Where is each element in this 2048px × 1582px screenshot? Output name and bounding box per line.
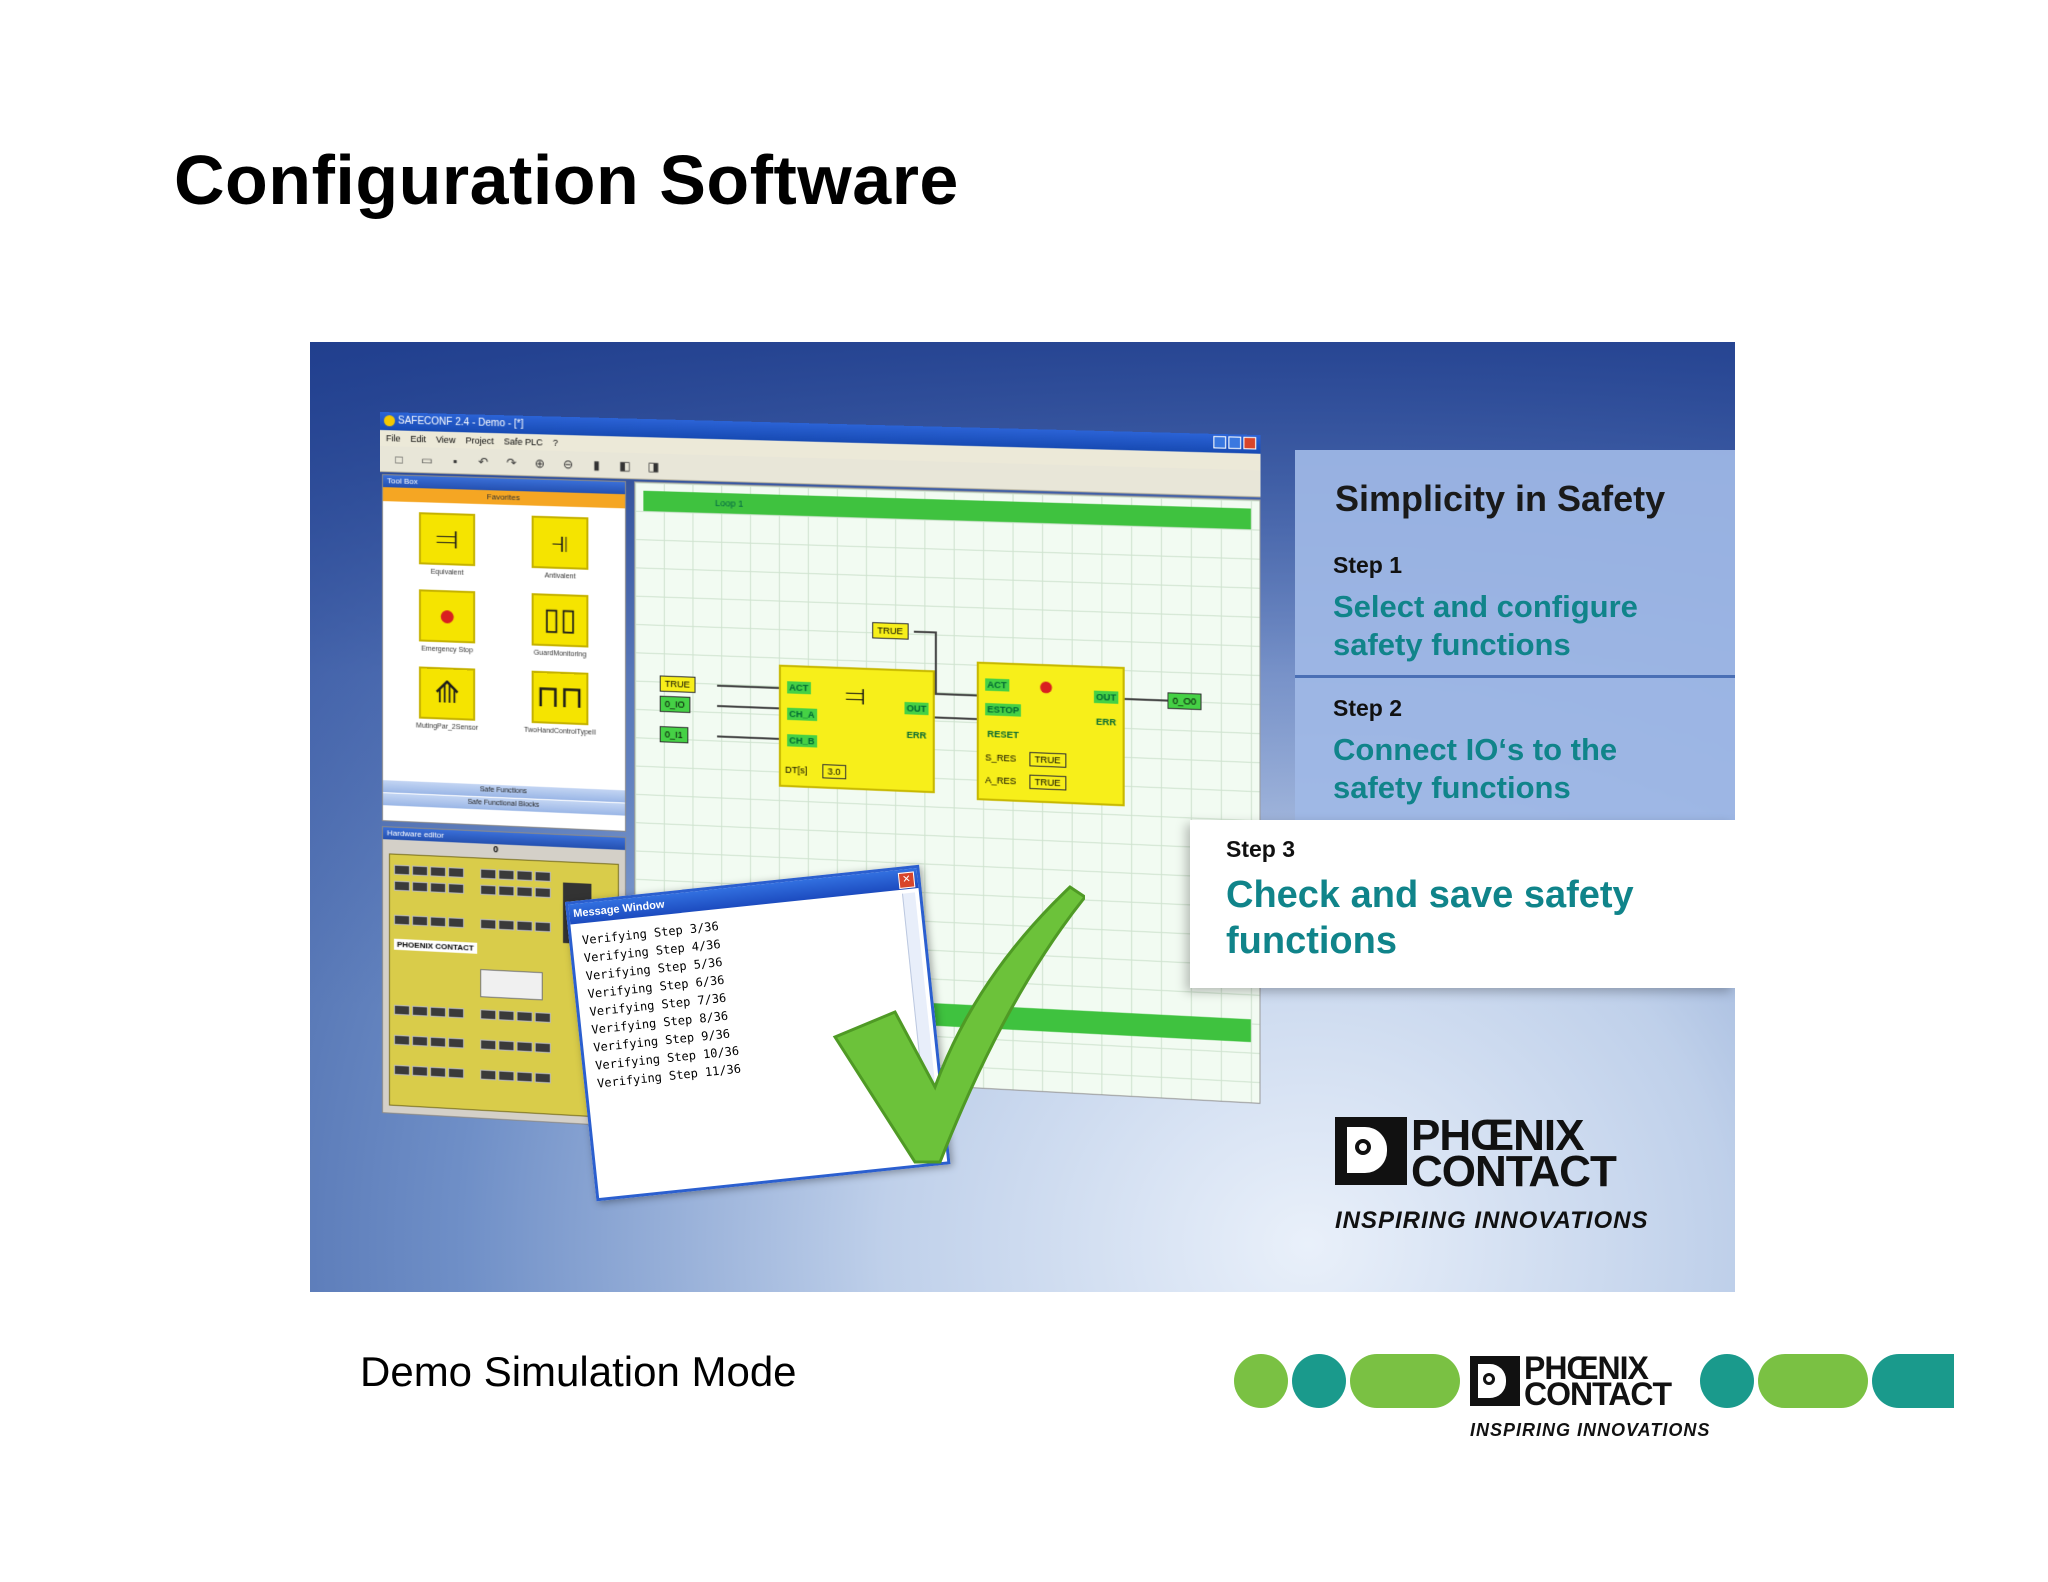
fb2-sres-label: S_RES: [985, 752, 1016, 764]
fb1-pin-chb: CH_B: [787, 734, 817, 747]
toolbox-item-label: GuardMonitoring: [503, 648, 616, 659]
fb1-pin-act: ACT: [787, 681, 810, 694]
new-file-icon[interactable]: □: [392, 452, 406, 466]
fb1-pin-out: OUT: [905, 702, 929, 715]
two-hand-control-icon: ⊓⊓: [532, 671, 589, 726]
brand-dot-teal-2: [1700, 1354, 1754, 1408]
logo-tagline: INSPIRING INNOVATIONS: [1335, 1207, 1648, 1235]
terminal-io1[interactable]: 0_I1: [660, 726, 688, 743]
toolbox-item-label: MutingPar_2Sensor: [391, 721, 503, 733]
equivalent-icon: ⫤: [419, 512, 475, 566]
fb2-sres-value[interactable]: TRUE: [1029, 752, 1065, 768]
fb1-pin-cha: CH_A: [787, 708, 817, 721]
steps-panel: Simplicity in Safety Step 1 Select and c…: [1295, 450, 1735, 820]
app-logo-icon: [384, 415, 395, 426]
hardware-slot-label: 0: [493, 844, 498, 854]
toolbox-item-label: TwoHandControlTypeII: [503, 726, 616, 738]
footer-logo-line2: CONTACT: [1524, 1376, 1671, 1413]
phoenix-contact-logo: PHŒNIX CONTACT INSPIRING INNOVATIONS: [1335, 1117, 1665, 1247]
step1-label: Step 1: [1333, 552, 1402, 579]
zoom-in-icon[interactable]: ⊕: [533, 456, 547, 470]
fb1-dt-value[interactable]: 3.0: [822, 764, 845, 779]
toolbox-grid: ⫤ Equivalent ⫣ Antivalent ● Emergency St…: [383, 501, 625, 748]
steps-heading: Simplicity in Safety: [1335, 478, 1665, 520]
toolbox-item-emergency-stop[interactable]: ● Emergency Stop: [391, 588, 503, 655]
toolbox-item-guard-monitoring[interactable]: ▯▯ GuardMonitoring: [503, 592, 616, 660]
step3-text: Check and save safety functions: [1226, 872, 1696, 964]
hardware-brand-label: PHOENIX CONTACT: [394, 939, 477, 954]
undo-icon[interactable]: ↶: [476, 454, 490, 468]
download-icon[interactable]: ◨: [646, 459, 660, 474]
checkmark-icon: [825, 867, 1085, 1167]
step2-text: Connect IO‘s to the safety functions: [1333, 731, 1713, 807]
fb2-pin-err: ERR: [1094, 715, 1118, 728]
fb2-pin-out: OUT: [1094, 691, 1118, 704]
phoenix-contact-mark-icon: [1335, 1117, 1407, 1185]
toolbox-pane: Tool Box Favorites ⫤ Equivalent ⫣ Antiva…: [382, 474, 626, 832]
terminal-io0[interactable]: 0_IO: [660, 696, 690, 713]
toolbox-item-label: Emergency Stop: [391, 644, 503, 655]
loop-bar[interactable]: Loop 1: [643, 491, 1251, 530]
toolbox-item-two-hand-control[interactable]: ⊓⊓ TwoHandControlTypeII: [503, 670, 616, 738]
step3-panel: Step 3 Check and save safety functions: [1190, 820, 1735, 988]
step3-label: Step 3: [1226, 836, 1295, 863]
minimize-icon[interactable]: [1213, 436, 1226, 449]
compile-icon[interactable]: ◧: [618, 458, 632, 473]
fb1-dt-label: DT[s]: [785, 765, 807, 776]
footer-brand-strip: PHŒNIX CONTACT INSPIRING INNOVATIONS: [1234, 1354, 1954, 1444]
guard-monitoring-icon: ▯▯: [532, 593, 589, 647]
menu-help[interactable]: ?: [553, 435, 558, 451]
step1-text: Select and configure safety functions: [1333, 588, 1713, 664]
footer-logo-tagline: INSPIRING INNOVATIONS: [1470, 1420, 1710, 1441]
function-block-emergency-stop[interactable]: ACT ESTOP RESET OUT ERR ● S_RES TRUE A_R…: [977, 662, 1125, 807]
slide-caption: Demo Simulation Mode: [360, 1348, 797, 1396]
open-folder-icon[interactable]: ▭: [420, 453, 434, 467]
step2-label: Step 2: [1333, 695, 1402, 722]
brand-dot-teal: [1292, 1354, 1346, 1408]
fb2-pin-act: ACT: [985, 678, 1009, 691]
emergency-stop-symbol-icon: ●: [1038, 670, 1055, 703]
terminal-output[interactable]: 0_O0: [1167, 692, 1201, 710]
toolbox-item-muting[interactable]: ⟰ MutingPar_2Sensor: [391, 665, 503, 733]
fb2-pin-reset: RESET: [985, 728, 1021, 742]
menu-safe-plc[interactable]: Safe PLC: [504, 433, 543, 450]
terminal-true[interactable]: TRUE: [660, 675, 695, 693]
toolbox-item-equivalent[interactable]: ⫤ Equivalent: [391, 511, 503, 578]
fb1-pin-err: ERR: [904, 729, 928, 742]
menu-edit[interactable]: Edit: [410, 431, 426, 447]
slide-title: Configuration Software: [174, 140, 959, 220]
equivalent-symbol-icon: ⫤: [845, 679, 865, 712]
fb2-pin-estop: ESTOP: [985, 703, 1021, 717]
emergency-stop-icon: ●: [419, 589, 475, 643]
menu-project[interactable]: Project: [466, 432, 494, 449]
menu-view[interactable]: View: [436, 432, 455, 449]
close-icon[interactable]: [1243, 437, 1256, 450]
save-icon[interactable]: ▪: [448, 453, 462, 467]
function-block-equivalent[interactable]: ACT CH_A CH_B OUT ERR ⫤ DT[s] 3.0: [779, 665, 935, 794]
menu-file[interactable]: File: [386, 430, 400, 446]
logo-line2: CONTACT: [1411, 1147, 1616, 1197]
window-controls: [1213, 436, 1256, 450]
zoom-out-icon[interactable]: ⊖: [561, 457, 575, 472]
antivalent-icon: ⫣: [532, 516, 589, 570]
toolbox-item-label: Equivalent: [391, 567, 503, 578]
terminal-true-top[interactable]: TRUE: [872, 622, 908, 640]
step-divider: [1295, 675, 1735, 678]
fb2-ares-value[interactable]: TRUE: [1029, 775, 1065, 791]
fb2-ares-label: A_RES: [985, 775, 1016, 787]
brand-pill-teal-end: [1872, 1354, 1954, 1408]
redo-icon[interactable]: ↷: [504, 455, 518, 469]
brand-pill-green: [1350, 1354, 1460, 1408]
toolbox-item-label: Antivalent: [503, 571, 616, 582]
toolbox-item-antivalent[interactable]: ⫣ Antivalent: [503, 515, 616, 582]
brand-pill-green-2: [1758, 1354, 1868, 1408]
hardware-editor-title: Hardware editor: [383, 827, 625, 850]
maximize-icon[interactable]: [1228, 436, 1241, 449]
footer-logo-mark-icon: [1470, 1356, 1520, 1406]
hero-screenshot: SAFECONF 2.4 - Demo - [*] File Edit View…: [310, 342, 1735, 1292]
verify-icon[interactable]: ▮: [589, 457, 603, 472]
brand-dot-green: [1234, 1354, 1288, 1408]
app-window-title: SAFECONF 2.4 - Demo - [*]: [398, 415, 524, 429]
muting-icon: ⟰: [419, 666, 475, 720]
